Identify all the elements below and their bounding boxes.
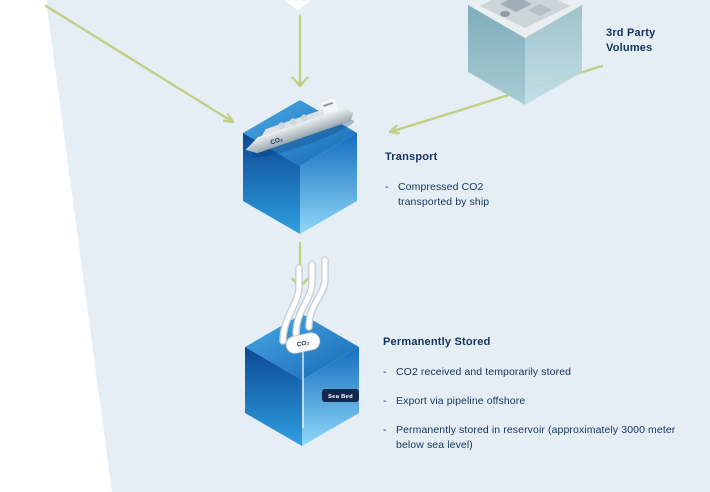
sea-bed-label: Sea Bed: [328, 394, 353, 400]
sea-bed-badge: Sea Bed: [322, 389, 359, 402]
stored-bullet-3: - Permanently stored in reservoir (appro…: [383, 423, 695, 453]
third-party-volumes-text: 3rd Party Volumes: [606, 27, 656, 54]
arrow-left-into-transport-icon: [44, 4, 235, 124]
stored-bullet-2-text: Export via pipeline offshore: [396, 395, 526, 407]
stored-bullet-3-text: Permanently stored in reservoir (approxi…: [396, 424, 676, 451]
transport-bullet: - Compressed CO2 transported by ship: [385, 180, 545, 210]
bullet-dash: -: [383, 395, 387, 407]
bullet-dash: -: [383, 366, 387, 378]
transport-bullets: - Compressed CO2 transported by ship: [385, 180, 545, 210]
third-party-cube-icon: [468, 0, 582, 105]
transport-bullet-text: Compressed CO2 transported by ship: [398, 181, 490, 208]
transport-ship-cube-icon: CO₂: [243, 98, 357, 234]
ship-icon: CO₂: [245, 98, 355, 158]
transport-section: Transport - Compressed CO2 transported b…: [385, 150, 545, 210]
transport-title: Transport: [385, 151, 438, 163]
stored-bullets: - CO2 received and temporarily stored - …: [383, 365, 695, 453]
plant-topview-icon: [480, 0, 570, 28]
bullet-dash: -: [383, 424, 387, 436]
ship-co2-label: CO₂: [270, 136, 284, 147]
third-party-volumes-label: 3rd Party Volumes: [606, 26, 676, 56]
storage-cube-icon: CO₂ Sea Bed: [245, 256, 359, 446]
stored-bullet-2: - Export via pipeline offshore: [383, 394, 695, 409]
tank-co2-label: CO₂: [296, 339, 310, 348]
stored-bullet-1-text: CO2 received and temporarily stored: [396, 366, 572, 378]
bullet-dash: -: [385, 181, 389, 193]
stored-section: Permanently Stored - CO2 received and te…: [383, 335, 695, 453]
stored-bullet-1: - CO2 received and temporarily stored: [383, 365, 695, 380]
stored-title: Permanently Stored: [383, 336, 491, 348]
pipeline-icon: [279, 256, 329, 345]
arrow-top-into-transport-icon: [291, 14, 309, 88]
offscreen-cube-tip: [282, 0, 314, 12]
co2-tank-icon: CO₂: [285, 332, 321, 354]
